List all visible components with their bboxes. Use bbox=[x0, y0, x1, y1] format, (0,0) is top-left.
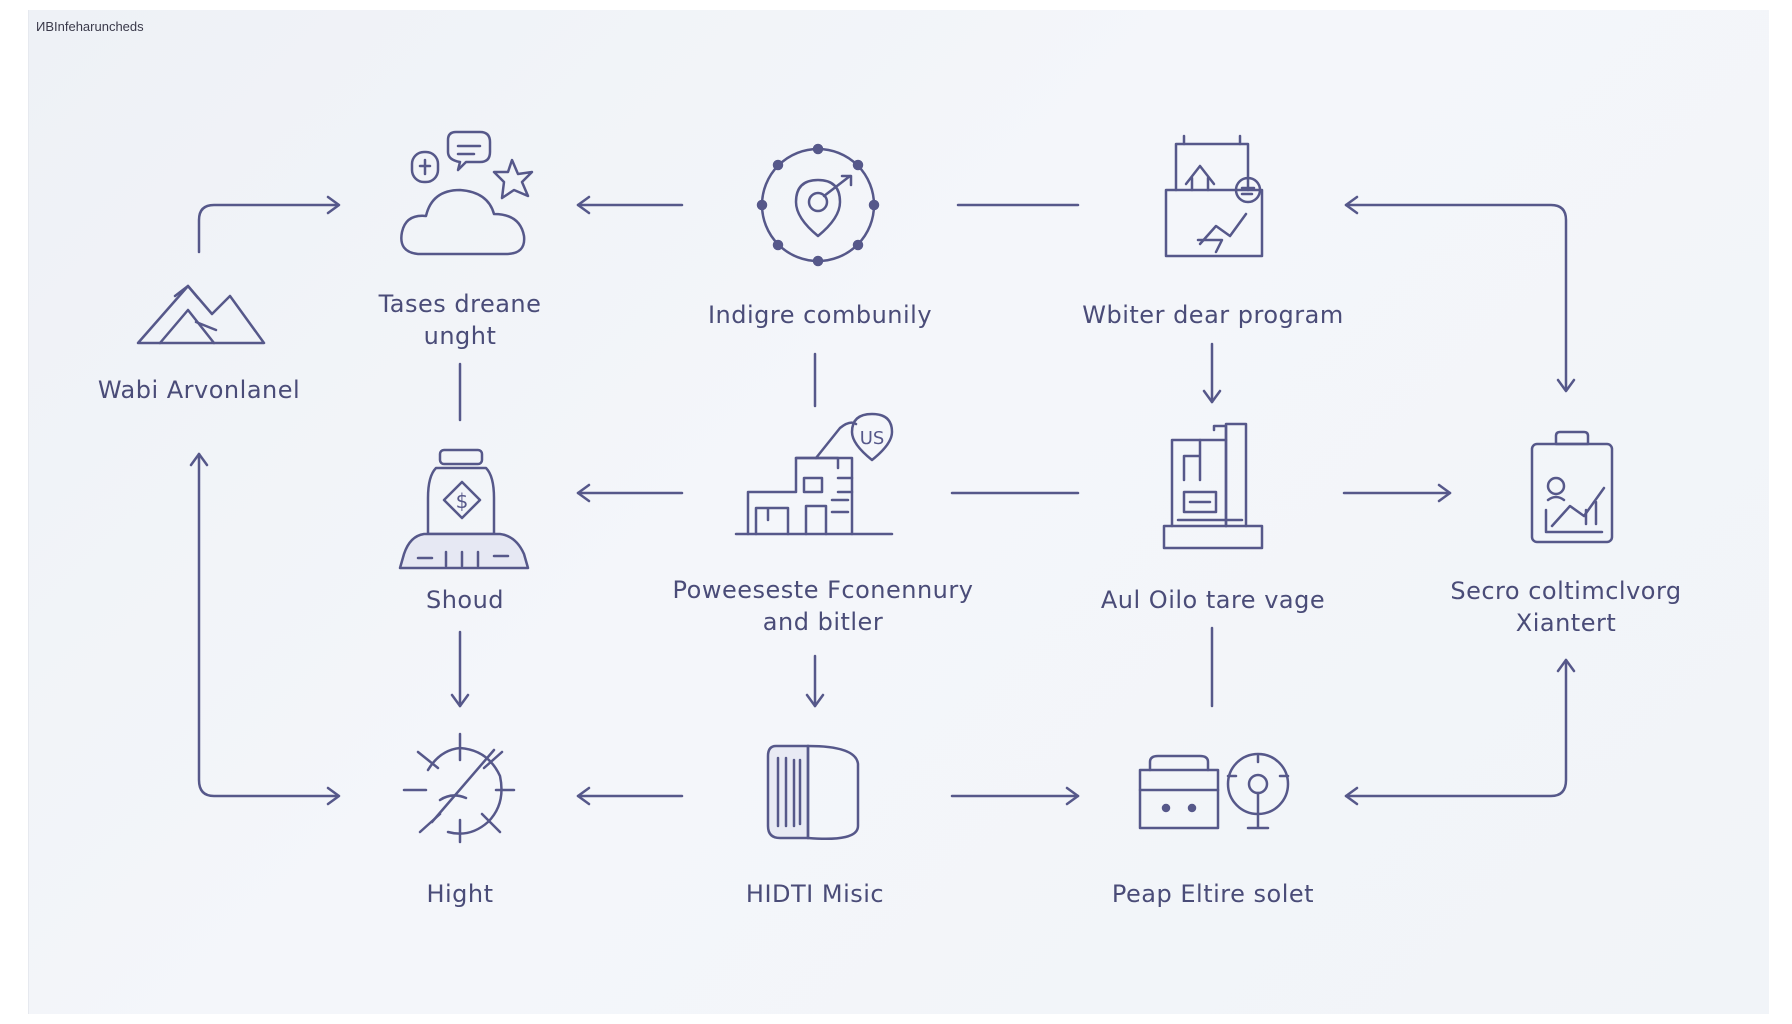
diagram-panel bbox=[28, 10, 1769, 1014]
connectors bbox=[189, 195, 1576, 806]
folder-house-icon bbox=[1164, 134, 1264, 258]
clipboard-chart-icon bbox=[1530, 430, 1614, 544]
arrowhead bbox=[189, 452, 209, 467]
node-label-line: Wabi Arvonlanel bbox=[97, 376, 301, 404]
node-label-indigre: Indigre combunily bbox=[660, 299, 980, 331]
arrowhead bbox=[1344, 786, 1359, 806]
node-label-line: Shoud bbox=[425, 586, 505, 614]
arrowhead bbox=[1202, 389, 1222, 404]
money-jar-icon: $ bbox=[398, 448, 530, 570]
node-label-line: Aul Oilo tare vage bbox=[1100, 586, 1326, 614]
node-label-poweeseste: Poweeseste Fconennury and bitler bbox=[640, 574, 1006, 638]
connector-secro-wbiter bbox=[1344, 203, 1568, 392]
node-label-hidti: HIDTI Misic bbox=[700, 878, 930, 910]
toolbox-tree-icon bbox=[1138, 752, 1290, 830]
node-label-line: Tases dreane bbox=[378, 290, 542, 318]
connector-wabi-tases bbox=[197, 203, 340, 254]
arrowhead bbox=[805, 693, 825, 708]
node-label-line: and bitler bbox=[762, 608, 884, 636]
node-label-hight: Hight bbox=[380, 878, 540, 910]
node-label-line: Hight bbox=[426, 880, 494, 908]
node-label-line: Indigre combunily bbox=[707, 301, 933, 329]
gear-target-icon bbox=[756, 143, 880, 267]
connector-secro-peap bbox=[1344, 658, 1568, 798]
arrowhead bbox=[1437, 483, 1452, 503]
arrowhead bbox=[1065, 786, 1080, 806]
arrowhead bbox=[1344, 195, 1359, 215]
node-label-wbiter: Wbiter dear program bbox=[1060, 299, 1366, 331]
node-label-secro: Secro coltimclvorg Xiantert bbox=[1418, 575, 1714, 639]
node-label-shoud: Shoud bbox=[380, 584, 550, 616]
factory-location-icon: US bbox=[734, 412, 894, 536]
location-badge-text: US bbox=[860, 428, 885, 449]
arrowhead bbox=[326, 195, 341, 215]
svg-text:$: $ bbox=[456, 489, 469, 513]
node-label-line: Wbiter dear program bbox=[1082, 301, 1344, 329]
arrowhead bbox=[326, 786, 341, 806]
arrowhead bbox=[1556, 658, 1576, 673]
node-label-line: Poweeseste Fconennury bbox=[672, 576, 974, 604]
node-label-line: HIDTI Misic bbox=[745, 880, 885, 908]
node-label-wabi: Wabi Arvonlanel bbox=[70, 374, 328, 406]
cloud-chat-icon bbox=[400, 130, 534, 256]
arrowhead bbox=[1556, 378, 1576, 393]
sun-rays-icon bbox=[402, 732, 516, 844]
corner-text: ИBInfeharuncheds bbox=[36, 19, 144, 34]
bar-chart-building-icon bbox=[1162, 422, 1264, 550]
node-label-line: Peap Eltire solet bbox=[1111, 880, 1315, 908]
node-label-tases: Tases dreane unght bbox=[340, 288, 580, 352]
book-binder-icon bbox=[766, 744, 860, 840]
mountain-icon bbox=[136, 284, 266, 345]
node-label-peap: Peap Eltire solet bbox=[1080, 878, 1346, 910]
connector-wabi-hight bbox=[197, 452, 340, 798]
node-label-line: Xiantert bbox=[1515, 609, 1617, 637]
arrowhead bbox=[576, 195, 591, 215]
arrowhead bbox=[450, 693, 470, 708]
node-label-line: unght bbox=[423, 322, 497, 350]
arrowhead bbox=[576, 483, 591, 503]
arrowhead bbox=[576, 786, 591, 806]
node-label-line: Secro coltimclvorg bbox=[1450, 577, 1682, 605]
node-label-aul: Aul Oilo tare vage bbox=[1070, 584, 1356, 616]
